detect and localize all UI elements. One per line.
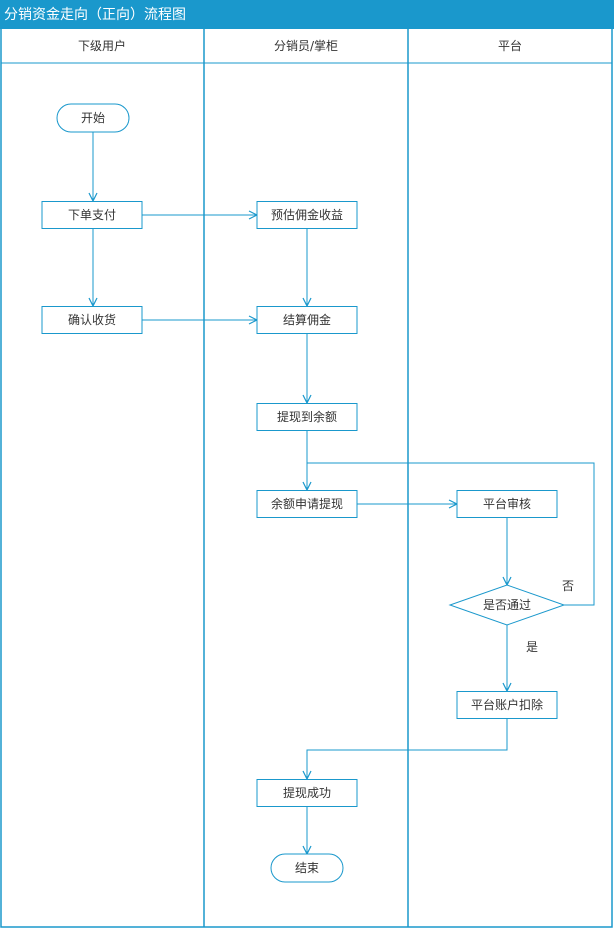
process-shape [456, 490, 558, 518]
node-label: 平台审核 [483, 496, 531, 511]
node-balance-apply: 余额申请提现 [256, 490, 358, 518]
node-label: 结算佣金 [283, 312, 331, 327]
node-label: 提现成功 [283, 785, 331, 800]
process-shape [256, 201, 358, 229]
node-label: 开始 [81, 111, 105, 125]
lane-header-distributor: 分销员/掌柜 [274, 39, 338, 53]
node-label: 余额申请提现 [271, 496, 343, 511]
node-label: 是否通过 [483, 598, 531, 612]
process-shape [41, 306, 143, 334]
edge-platform_deduct-to-withdraw_success [307, 719, 508, 779]
node-order-pay: 下单支付 [41, 201, 143, 229]
node-platform-review: 平台审核 [456, 490, 558, 518]
process-shape [41, 201, 143, 229]
edge-passed-to-balance_apply [307, 462, 595, 606]
terminal-shape [270, 853, 344, 883]
process-shape [256, 779, 358, 807]
node-platform-deduct: 平台账户扣除 [456, 691, 558, 719]
lane-header-platform: 平台 [498, 38, 522, 53]
node-label: 确认收货 [68, 312, 116, 327]
decision-shape [448, 584, 566, 626]
node-label: 平台账户扣除 [471, 697, 543, 712]
process-shape [456, 691, 558, 719]
process-shape [256, 306, 358, 334]
node-label: 结束 [295, 861, 319, 875]
node-label: 提现到余额 [277, 409, 337, 424]
node-confirm-receipt: 确认收货 [41, 306, 143, 334]
node-withdraw-success: 提现成功 [256, 779, 358, 807]
node-end: 结束 [270, 853, 344, 883]
terminal-shape [56, 103, 130, 133]
node-label: 预估佣金收益 [271, 207, 343, 222]
node-est-commission: 预估佣金收益 [256, 201, 358, 229]
process-shape [256, 490, 358, 518]
lane-header-user: 下级用户 [78, 38, 126, 53]
node-passed: 是否通过 [448, 584, 566, 626]
edges [93, 132, 595, 854]
node-settle-commission: 结算佣金 [256, 306, 358, 334]
edge-label-yes: 是 [526, 640, 538, 654]
node-withdraw-balance: 提现到余额 [256, 403, 358, 431]
process-shape [256, 403, 358, 431]
diagram-title: 分销资金走向（正向）流程图 [4, 7, 186, 23]
title-bar [0, 0, 614, 29]
edge-label-no: 否 [562, 579, 574, 593]
node-label: 下单支付 [68, 208, 116, 222]
node-start: 开始 [56, 103, 130, 133]
